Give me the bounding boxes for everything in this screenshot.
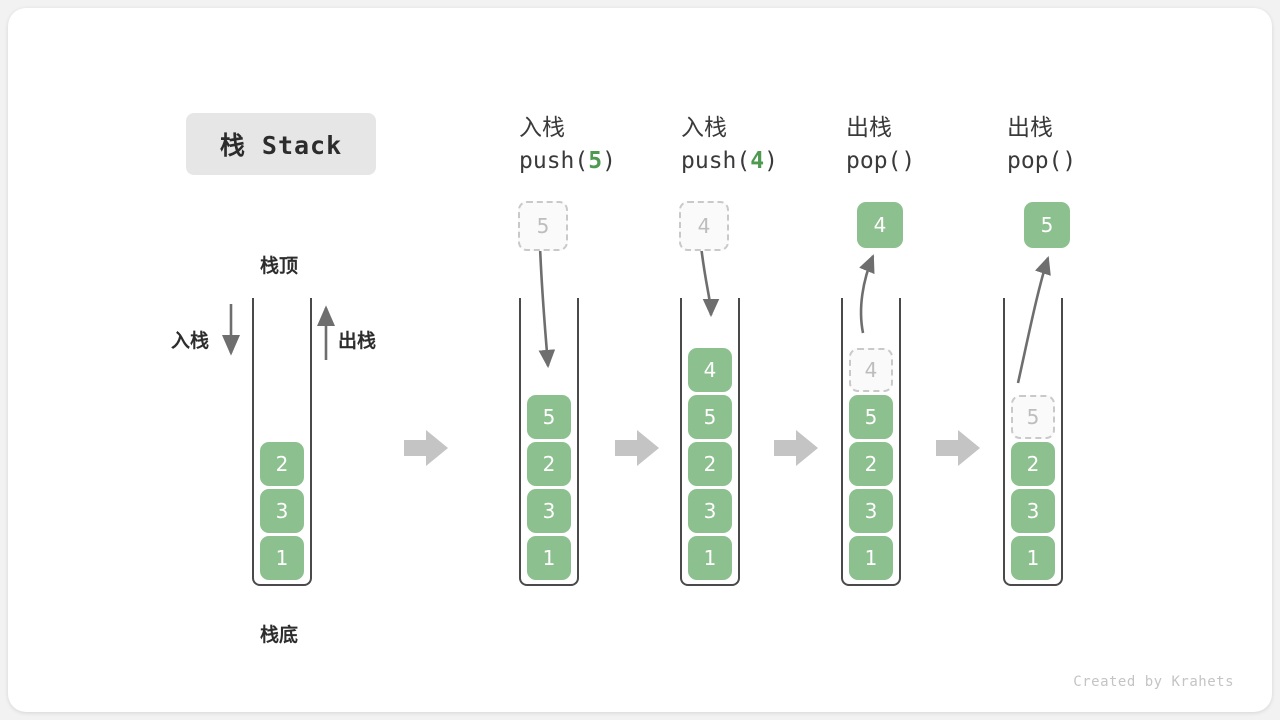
stack-cell: 2 (688, 442, 732, 486)
stage-caption-cn: 入栈 (681, 115, 727, 141)
stack-container-initial: 2 3 1 (252, 298, 312, 586)
stage-caption-pop-5: 出栈 pop() (1007, 112, 1076, 179)
stack-cell: 3 (260, 489, 304, 533)
flow-arrow-4 (936, 430, 980, 466)
flow-arrow-2 (615, 430, 659, 466)
stage-caption-push-4: 入栈 push(4) (681, 112, 778, 179)
stack-cell: 1 (849, 536, 893, 580)
stack-cell-ghost: 5 (1011, 395, 1055, 439)
stack-cell: 2 (527, 442, 571, 486)
floating-element-pop-4: 4 (857, 202, 903, 248)
stack-container-pop-5: 5 2 3 1 (1003, 298, 1063, 586)
stack-cell: 5 (849, 395, 893, 439)
stack-cell: 3 (527, 489, 571, 533)
stack-container-push-4: 4 5 2 3 1 (680, 298, 740, 586)
floating-element-push-5: 5 (518, 201, 568, 251)
stack-cell: 3 (849, 489, 893, 533)
stack-cell: 4 (688, 348, 732, 392)
stage-caption-code: pop() (1007, 148, 1077, 175)
stack-top-label: 栈顶 (260, 255, 299, 277)
floating-element-pop-5: 5 (1024, 202, 1070, 248)
stack-cell: 1 (260, 536, 304, 580)
stack-cell: 1 (688, 536, 732, 580)
flow-arrow-1 (404, 430, 448, 466)
stack-cells-initial: 2 3 1 (254, 442, 310, 580)
stack-cell: 2 (1011, 442, 1055, 486)
stack-cells-pop-5: 5 2 3 1 (1005, 395, 1061, 580)
stack-cells-push-5: 5 2 3 1 (521, 395, 577, 580)
stack-container-push-5: 5 2 3 1 (519, 298, 579, 586)
stage-caption-push-5: 入栈 push(5) (519, 112, 616, 179)
stack-cell-ghost: 4 (849, 348, 893, 392)
stack-cell: 3 (688, 489, 732, 533)
stage-caption-code: pop() (846, 148, 916, 175)
stack-cell: 1 (1011, 536, 1055, 580)
diagram-stage: 栈 Stack 栈顶 栈底 入栈 出栈 2 3 1 入栈 push(5) 5 5… (8, 8, 1272, 712)
stack-cell: 2 (260, 442, 304, 486)
stage-caption-code: push(4) (681, 148, 778, 175)
legend-pop-label: 出栈 (338, 330, 377, 352)
stage-caption-code: push(5) (519, 148, 616, 175)
stage-caption-pop-4: 出栈 pop() (846, 112, 915, 179)
diagram-card: 栈 Stack 栈顶 栈底 入栈 出栈 2 3 1 入栈 push(5) 5 5… (8, 8, 1272, 712)
stack-cell: 3 (1011, 489, 1055, 533)
stage-caption-cn: 出栈 (846, 115, 892, 141)
stack-cell: 1 (527, 536, 571, 580)
stack-bottom-label: 栈底 (260, 624, 299, 646)
stack-cell: 5 (527, 395, 571, 439)
stack-cells-push-4: 4 5 2 3 1 (682, 348, 738, 580)
page-title: 栈 Stack (186, 113, 376, 175)
legend-push-label: 入栈 (171, 330, 210, 352)
stack-cells-pop-4: 4 5 2 3 1 (843, 348, 899, 580)
stack-cell: 2 (849, 442, 893, 486)
floating-element-push-4: 4 (679, 201, 729, 251)
stack-container-pop-4: 4 5 2 3 1 (841, 298, 901, 586)
stage-caption-cn: 出栈 (1007, 115, 1053, 141)
stage-caption-cn: 入栈 (519, 115, 565, 141)
stack-cell: 5 (688, 395, 732, 439)
flow-arrow-3 (774, 430, 818, 466)
footer-credit: Created by Krahets (1073, 674, 1234, 690)
